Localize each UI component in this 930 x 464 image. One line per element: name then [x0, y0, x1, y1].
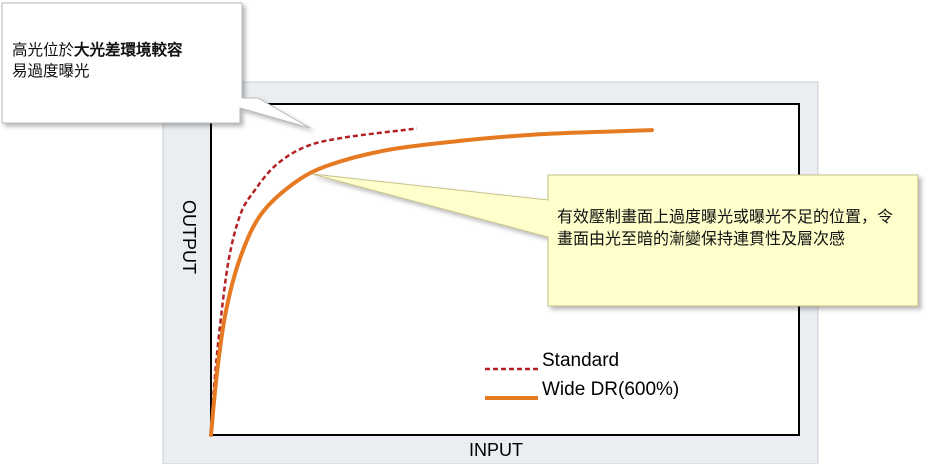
y-axis-title: OUTPUT: [179, 200, 199, 274]
series-line-standard: [209, 127, 417, 436]
annotation-wdr-benefit: 有效壓制畫面上過度曝光或曝光不足的位置，令畫面由光至暗的漸變保持連貫性及層次感: [557, 207, 894, 248]
legend-label-wide-dr: Wide DR(600%): [542, 379, 679, 400]
x-axis-title: INPUT: [469, 440, 523, 460]
legend: Standard Wide DR(600%): [485, 350, 679, 400]
legend-label-standard: Standard: [542, 350, 619, 371]
series-line-wide-dr: [209, 128, 654, 437]
annotation-overexposure-plain: 高光位於: [12, 41, 75, 59]
annotation-overexposure-tail: 易過度曝光: [12, 62, 90, 80]
callout-left: [1, 2, 311, 129]
annotation-overexposure-bold: 大光差環境較容: [74, 41, 183, 59]
callout-right: [311, 173, 919, 307]
annotation-overexposure: 高光位於大光差環境較容易過度曝光: [12, 40, 242, 82]
